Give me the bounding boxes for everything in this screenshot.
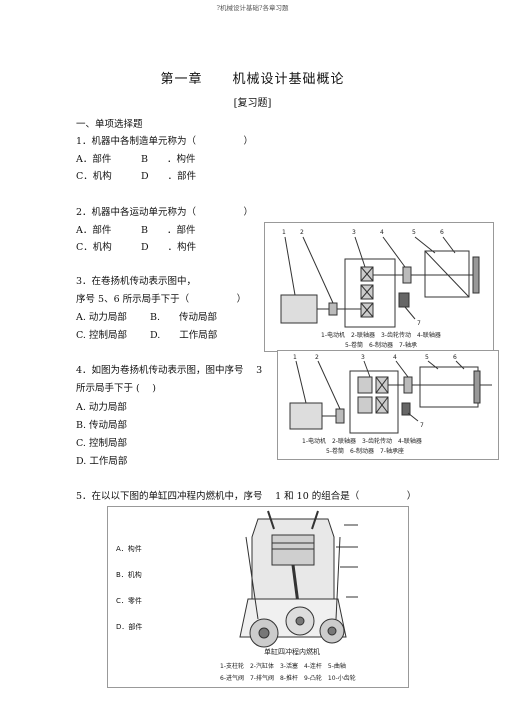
q4-stem-1: 4．如图为卷扬机传动表示图，图中序号 3 [76,365,263,376]
fig3-caption: 单缸四冲程内燃机 [264,647,320,656]
drum-shape [424,250,470,298]
fig2-num-6: 6 [453,354,457,361]
q1-option-a: A．部件 [76,154,112,165]
q3-option-b: B. 传动局部 [150,312,218,323]
fig3-option-b: B．机构 [116,570,142,579]
piston-shape [271,534,315,566]
engine-diagram: A．构件 B．机构 C．零件 D．部件 [107,506,409,688]
engine-diagram-svg: A．构件 B．机构 C．零件 D．部件 [116,510,358,682]
chapter-name: 机械设计基础概论 [232,72,345,87]
fig1-num-6: 6 [440,229,444,236]
coupling-shape [328,302,338,316]
winch-diagram-1-numbers: 1 2 3 4 5 6 7 [282,229,444,327]
q2-option-d: D ．构件 [141,242,197,253]
fig2-num-5: 5 [425,354,429,361]
fig2-num-1: 1 [293,354,297,361]
fig2-num-3: 3 [361,354,365,361]
q4-option-d: D. 工作局部 [76,456,128,467]
fig1-legend-1: 1-电动机 2-联轴器 3-齿轮传动 4-联轴器 [321,331,441,339]
engine-options: A．构件 B．机构 C．零件 D．部件 [116,544,142,631]
fig1-num-7: 7 [417,320,421,327]
fig1-num-5: 5 [412,229,416,236]
q4-stem-2: 所示局手下于 ( ) [76,383,156,394]
q1-option-b: B ．构件 [141,154,196,165]
section-heading: 一、单项选择题 [76,119,143,130]
gearbox-shape [344,258,396,328]
q3-stem-1: 3．在卷扬机传动表示图中， [76,276,197,287]
q4-option-a: A. 动力局部 [76,402,127,413]
chapter-title: 第一章 机械设计基础概论 [0,68,505,87]
q3-option-d: D. 工作局部 [150,330,218,341]
fig2-legend-2: 5-卷筒 6-制动器 7-轴承座 [326,447,404,455]
q2-option-b: B ．部件 [141,225,196,236]
q2-stem: 2．机器中各运动单元称为（ ） [76,207,254,218]
winch-diagram-2-numbers: 1 2 3 4 5 6 7 [293,354,457,429]
fig3-legend-2: 6-进气阀 7-排气阀 8-推杆 9-凸轮 10-小齿轮 [220,674,356,682]
brake-shape [398,292,410,308]
fig1-num-2: 2 [300,229,304,236]
q5-stem: 5．在以以下图的单缸四冲程内燃机中，序号 1 和 10 的组合是（ ） [76,491,417,502]
q4-option-c: C. 控制局部 [76,438,127,449]
fig3-option-c: C．零件 [116,596,142,605]
chapter-number: 第一章 [160,72,203,87]
fig1-num-3: 3 [352,229,356,236]
fig2-legend-1: 1-电动机 2-联轴器 3-齿轮传动 4-联轴器 [302,437,422,445]
fig3-option-d: D．部件 [116,622,142,631]
subtitle: [复习题] [233,98,272,109]
fig1-num-4: 4 [380,229,384,236]
fig1-num-1: 1 [282,229,286,236]
q1-option-c: C．机构 [76,171,112,182]
q2-option-a: A．部件 [76,225,112,236]
q3-stem-2: 序号 5、6 所示局手下于（ ） [76,294,247,305]
fig2-num-2: 2 [315,354,319,361]
winch-diagram-2: 1 2 3 4 5 6 7 1-电动机 2-联轴器 3-齿轮传动 4-联轴器 5… [277,350,499,460]
fig2-num-7: 7 [420,422,424,429]
q1-option-d: D ．部件 [141,171,197,182]
q1-stem: 1．机器中各制造单元称为（ ） [76,136,254,147]
page-header: ?机械设计基础?各章习题 [216,4,289,12]
q3-option-c: C. 控制局部 [76,330,127,341]
fig1-legend-2: 5-卷筒 6-制动器 7-轴承 [345,341,417,349]
winch-diagram-1-svg: 1 2 3 4 5 6 7 1-电动机 2-联轴器 3-齿轮传动 4-联轴器 5… [280,229,480,349]
fig2-num-4: 4 [393,354,397,361]
fig3-legend-1: 1-支柱轮 2-汽缸体 3-活塞 4-连杆 5-曲轴 [220,662,346,670]
q3-option-a: A. 动力局部 [76,312,127,323]
motor-shape [280,294,318,324]
winch-diagram-1: 1 2 3 4 5 6 7 1-电动机 2-联轴器 3-齿轮传动 4-联轴器 5… [264,222,494,352]
q2-option-c: C．机构 [76,242,112,253]
winch-diagram-2-svg: 1 2 3 4 5 6 7 1-电动机 2-联轴器 3-齿轮传动 4-联轴器 5… [289,354,492,455]
fig3-option-a: A．构件 [116,544,142,553]
q4-option-b: B. 传动局部 [76,420,128,431]
